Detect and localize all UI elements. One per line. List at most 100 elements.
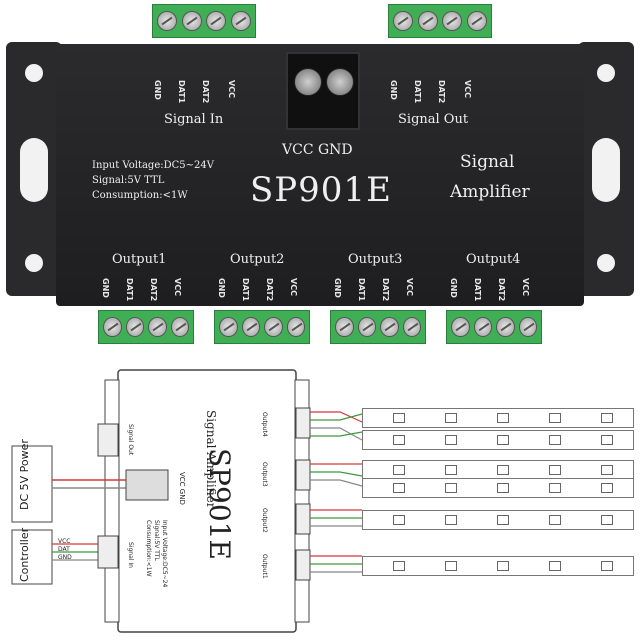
module-signal-in: Signal In <box>127 542 134 568</box>
mounting-hole-icon <box>25 64 43 82</box>
screw-icon <box>170 317 189 337</box>
led-chip-icon <box>601 435 613 445</box>
led-chip-icon <box>393 413 405 423</box>
pin-label: VCC <box>405 278 414 296</box>
screw-icon <box>417 11 438 31</box>
pin-label: DAT1 <box>413 80 422 104</box>
mounting-flange-left <box>6 42 62 296</box>
pin-label: VCC <box>173 278 182 296</box>
output-3-label: Output3 <box>348 252 403 267</box>
model-name: SP901E <box>250 170 392 210</box>
output-2-label: Output2 <box>230 252 285 267</box>
terminal-output-1 <box>98 310 194 344</box>
pin-label: VCC <box>521 278 530 296</box>
screw-icon <box>393 11 414 31</box>
pin-label: GND <box>217 278 226 298</box>
led-chip-icon <box>393 515 405 525</box>
output-4-label: Output4 <box>466 252 521 267</box>
screw-icon <box>473 317 492 337</box>
pin-label: DAT2 <box>201 80 210 104</box>
led-strip <box>362 478 634 498</box>
pin-label: DAT1 <box>357 278 366 302</box>
led-chip-icon <box>497 413 509 423</box>
led-strip <box>362 408 634 428</box>
led-chip-icon <box>549 483 561 493</box>
led-chip-icon <box>497 465 509 475</box>
led-chip-icon <box>497 483 509 493</box>
module-title: Signal Amplifier <box>204 410 218 509</box>
pin-label: DAT2 <box>497 278 506 302</box>
screw-icon <box>326 68 354 96</box>
led-chip-icon <box>601 413 613 423</box>
module-power-label: VCC GND <box>178 472 186 505</box>
pin-label: DAT2 <box>265 278 274 302</box>
terminal-output-4 <box>446 310 542 344</box>
module-output-4: Output4 <box>261 412 268 437</box>
led-chip-icon <box>445 561 457 571</box>
screw-icon <box>335 317 354 337</box>
terminal-signal-out <box>388 4 492 38</box>
led-chip-icon <box>549 561 561 571</box>
screw-icon <box>518 317 537 337</box>
signal-out-label: Signal Out <box>398 112 469 127</box>
led-chip-icon <box>549 413 561 423</box>
power-terminal-block <box>286 52 360 130</box>
screw-icon <box>181 11 202 31</box>
spec-consumption: Consumption:<1W <box>92 190 188 201</box>
led-strip <box>362 556 634 576</box>
led-chip-icon <box>393 561 405 571</box>
title-signal: Signal <box>460 152 515 172</box>
spec-signal: Signal:5V TTL <box>92 175 165 186</box>
led-chip-icon <box>497 435 509 445</box>
pin-label: VCC <box>227 80 236 98</box>
pin-label: GND <box>153 80 162 100</box>
pin-label: GND <box>101 278 110 298</box>
pin-label: DAT1 <box>473 278 482 302</box>
mounting-flange-right <box>578 42 634 296</box>
led-chip-icon <box>393 483 405 493</box>
wiring-diagram: DC 5V Power Controller VCC DAT GND SP901… <box>0 360 640 640</box>
signal-in-label: Signal In <box>164 112 224 127</box>
screw-icon <box>157 11 178 31</box>
pin-label: DAT2 <box>149 278 158 302</box>
led-chip-icon <box>393 465 405 475</box>
screw-icon <box>402 317 421 337</box>
controller-pin-vcc: VCC <box>58 538 71 545</box>
module-output-3: Output3 <box>261 462 268 487</box>
module-signal-out: Signal Out <box>127 424 134 456</box>
screw-icon <box>451 317 470 337</box>
screw-icon <box>241 317 260 337</box>
title-amplifier: Amplifier <box>450 182 530 202</box>
screw-icon <box>294 68 322 96</box>
led-chip-icon <box>601 483 613 493</box>
pin-label: DAT1 <box>241 278 250 302</box>
led-chip-icon <box>549 515 561 525</box>
diagram-lines <box>11 369 363 633</box>
screw-icon <box>230 11 251 31</box>
module-output-1: Output1 <box>261 554 268 579</box>
screw-icon <box>264 317 283 337</box>
screw-icon <box>125 317 144 337</box>
led-chip-icon <box>549 435 561 445</box>
screw-icon <box>148 317 167 337</box>
module-spec-voltage: Input Voltage:DC5~24 <box>161 520 168 588</box>
product-photo: GND DAT1 DAT2 VCC GND DAT1 DAT2 VCC Sign… <box>0 0 640 360</box>
led-chip-icon <box>601 465 613 475</box>
pin-label: DAT2 <box>381 278 390 302</box>
terminal-signal-in <box>152 4 256 38</box>
screw-icon <box>219 317 238 337</box>
controller-pin-gnd: GND <box>58 554 72 561</box>
pin-label: GND <box>389 80 398 100</box>
module-spec-consumption: Consumption:<1W <box>145 520 152 577</box>
module-spec-signal: Signal:5V TTL <box>153 520 160 561</box>
output-1-label: Output1 <box>112 252 167 267</box>
mounting-hole-icon <box>597 64 615 82</box>
screw-icon <box>103 317 122 337</box>
controller-pin-dat: DAT <box>58 546 70 553</box>
power-box-label: DC 5V Power <box>18 439 31 510</box>
led-strip <box>362 510 634 530</box>
led-chip-icon <box>497 515 509 525</box>
pin-label: DAT2 <box>437 80 446 104</box>
led-chip-icon <box>445 435 457 445</box>
led-chip-icon <box>445 483 457 493</box>
